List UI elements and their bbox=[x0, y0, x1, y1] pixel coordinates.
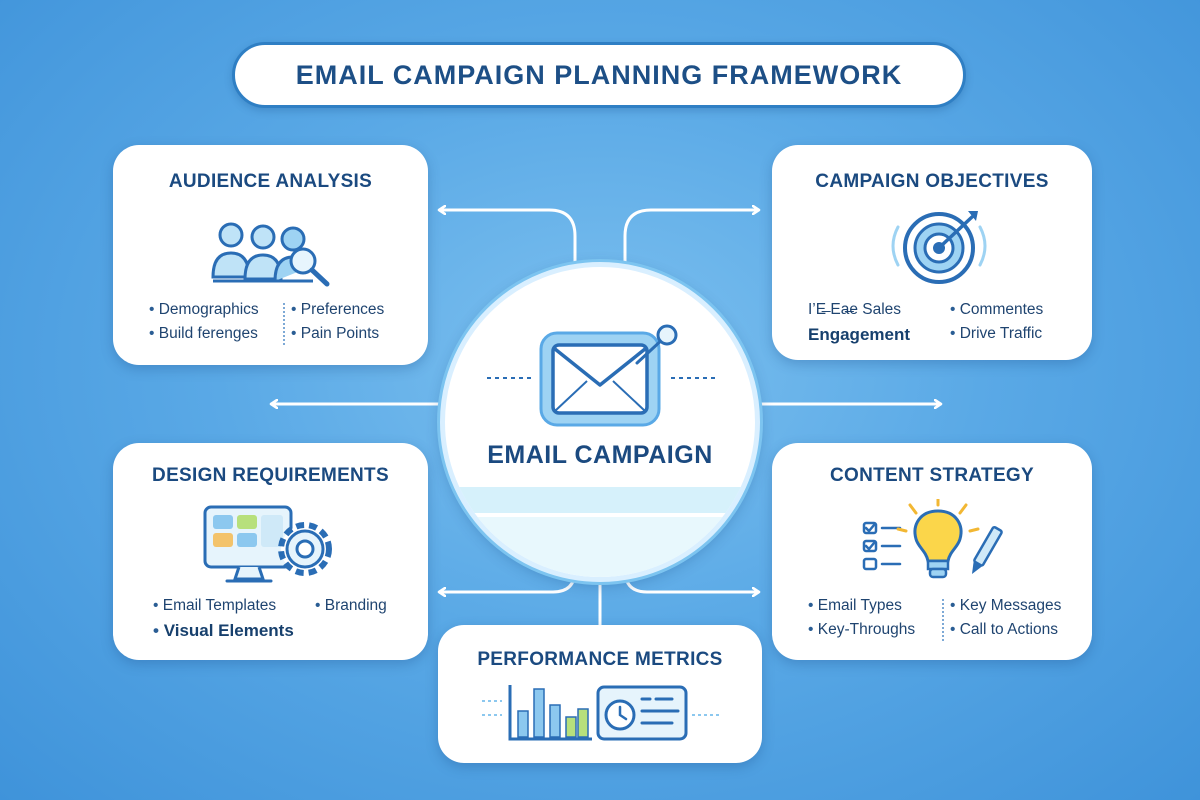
list-item: Key Messages bbox=[950, 597, 1080, 615]
campaign-objectives-title: CAMPAIGN OBJECTIVES bbox=[815, 171, 1049, 192]
connector-audience bbox=[440, 210, 577, 264]
design-requirements-list: Email Templates Branding Visual Elements bbox=[153, 597, 415, 641]
audience-analysis-title: AUDIENCE ANALYSIS bbox=[168, 171, 373, 192]
list-item: Call to Actions bbox=[950, 621, 1080, 639]
bar-chart-dashboard-icon bbox=[482, 685, 722, 741]
list-item: Branding bbox=[315, 597, 415, 615]
hub-band bbox=[445, 487, 755, 513]
email-campaign-hub: EMAIL CAMPAIGN bbox=[440, 262, 760, 582]
audience-analysis-list: Demographics Preferences Build ferenges … bbox=[149, 301, 411, 343]
content-strategy-title: CONTENT STRATEGY bbox=[830, 465, 1034, 486]
lightbulb-checklist-icon bbox=[862, 499, 1003, 579]
design-requirements-title: DESIGN REQUIREMENTS bbox=[152, 465, 389, 486]
envelope-icon bbox=[487, 324, 717, 427]
connector-objectives bbox=[623, 210, 758, 264]
list-item: Engagement bbox=[808, 325, 911, 344]
page-title: EMAIL CAMPAIGN PLANNING FRAMEWORK bbox=[295, 59, 903, 90]
list-divider bbox=[942, 599, 944, 641]
list-divider bbox=[283, 303, 285, 345]
list-item: Pain Points bbox=[291, 325, 411, 343]
content-strategy-list: Email Types Key Messages Key-Throughs Ca… bbox=[808, 597, 1080, 639]
list-item: Visual Elements bbox=[153, 621, 303, 641]
campaign-objectives-list: I’E̶ Ea̶e Sales Commentes Engagement Dri… bbox=[808, 301, 1080, 345]
list-item: Email Types bbox=[808, 597, 938, 615]
list-item: Key-Throughs bbox=[808, 621, 938, 639]
list-item: Preferences bbox=[291, 301, 411, 319]
title-banner: EMAIL CAMPAIGN PLANNING FRAMEWORK bbox=[232, 42, 966, 108]
list-item: Demographics bbox=[149, 301, 279, 319]
list-item: Email Templates bbox=[153, 597, 303, 615]
hub-band bbox=[445, 517, 755, 577]
hub-label: EMAIL CAMPAIGN bbox=[487, 441, 713, 469]
campaign-objectives-card: CAMPAIGN OBJECTIVES I’E̶ Ea̶e Sales Comm… bbox=[772, 145, 1092, 360]
target-icon bbox=[891, 211, 987, 284]
list-item: Commentes bbox=[950, 301, 1080, 319]
list-item: Drive Traffic bbox=[950, 325, 1080, 345]
content-strategy-card: CONTENT STRATEGY Email Types Key Message… bbox=[772, 443, 1092, 660]
audience-analysis-card: AUDIENCE ANALYSIS Demographics Preferenc… bbox=[113, 145, 428, 365]
performance-metrics-card: PERFORMANCE METRICS bbox=[438, 625, 762, 763]
list-item: I’E̶ Ea̶e Sales bbox=[808, 301, 902, 318]
people-search-icon bbox=[211, 222, 330, 287]
design-requirements-card: DESIGN REQUIREMENTS Email Templates Bran… bbox=[113, 443, 428, 660]
list-item: Build ferenges bbox=[149, 325, 279, 343]
monitor-gear-icon bbox=[203, 505, 332, 583]
performance-metrics-title: PERFORMANCE METRICS bbox=[477, 649, 723, 670]
